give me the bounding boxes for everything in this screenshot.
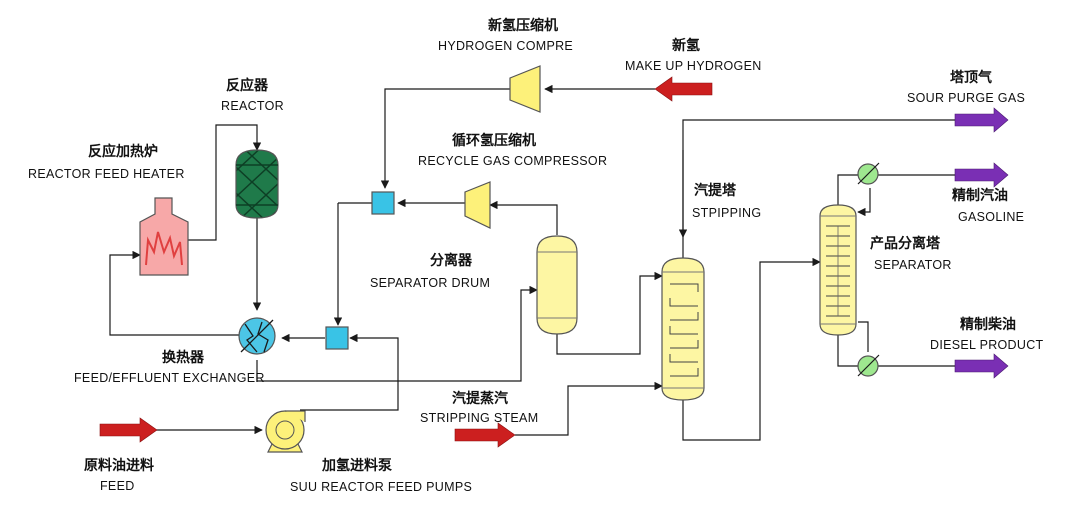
feed-label-zh: 原料油进料: [84, 457, 154, 474]
reactor-label-zh: 反应器: [226, 77, 269, 94]
exchanger-label-zh: 换热器: [162, 349, 205, 366]
pipe-drum-to-recycle: [489, 200, 558, 235]
product-separator-label-en: SEPARATOR: [874, 258, 952, 272]
gasoline-arrow: [954, 162, 1009, 188]
pipe-reflux: [857, 188, 871, 217]
gasoline-label-zh: 精制汽油: [952, 187, 1008, 204]
reactor-vessel: [235, 149, 279, 219]
drum-label-zh: 分离器: [430, 252, 473, 269]
h2compressor-label-en: HYDROGEN COMPRE: [438, 39, 573, 53]
steam-label-zh: 汽提蒸汽: [452, 390, 508, 407]
stripper-label-en: STPIPPING: [692, 206, 761, 220]
pipes: [109, 84, 955, 441]
diesel-cooler: [857, 354, 880, 377]
recycle-label-zh: 循环氢压缩机: [452, 132, 536, 149]
mixer-feed: [325, 326, 349, 350]
makeup-hydrogen-arrow: [654, 76, 713, 102]
pump-label-zh: 加氢进料泵: [321, 457, 392, 474]
sour-gas-label-en: SOUR PURGE GAS: [907, 91, 1025, 105]
gasoline-cooler: [857, 162, 880, 185]
mixer-hydrogen: [371, 191, 395, 215]
feed-effluent-exchanger: [238, 317, 276, 355]
reactor-label-en: REACTOR: [221, 99, 284, 113]
separator-drum: [536, 235, 578, 335]
feed-pump: [265, 410, 306, 453]
reactor-feed-heater: [139, 197, 189, 276]
pump-label-en: SUU REACTOR FEED PUMPS: [290, 480, 472, 494]
drum-label-en: SEPARATOR DRUM: [370, 276, 490, 290]
gasoline-label-en: GASOLINE: [958, 210, 1024, 224]
pipe-drum-to-stripper: [556, 271, 663, 355]
pipe-side-draw: [858, 321, 869, 352]
heater-label-zh: 反应加热炉: [88, 143, 158, 160]
makeup-label-zh: 新氢: [672, 37, 700, 54]
feed-arrow: [99, 417, 158, 443]
stripper-column: [661, 257, 705, 401]
stripper-label-zh: 汽提塔: [694, 182, 737, 199]
pipe-separator-to-cooler-bottom: [837, 335, 858, 367]
pipe-pump-to-mixer: [300, 333, 399, 411]
stripping-steam-arrow: [454, 422, 516, 448]
sour-gas-label-zh: 塔顶气: [950, 69, 992, 86]
product-separator-label-zh: 产品分离塔: [870, 235, 941, 252]
pipe-heater-to-reactor: [188, 124, 262, 241]
hydrogen-compressor: [509, 65, 541, 113]
diesel-arrow: [954, 353, 1009, 379]
diesel-label-en: DIESEL PRODUCT: [930, 338, 1044, 352]
h2compressor-label-zh: 新氢压缩机: [488, 17, 558, 34]
recycle-gas-compressor: [464, 181, 491, 229]
pipe-steam-to-stripper: [515, 381, 663, 436]
sour-purge-gas-arrow: [954, 107, 1009, 133]
pipe-h2compressor-to-mixer: [380, 88, 510, 189]
pipe-exchanger-to-heater: [109, 250, 240, 336]
heater-label-en: REACTOR FEED HEATER: [28, 167, 185, 181]
exchanger-label-en: FEED/EFFLUENT EXCHANGER: [74, 371, 265, 385]
pipe-stripper-to-separator: [682, 257, 821, 441]
steam-label-en: STRIPPING STEAM: [420, 411, 538, 425]
makeup-label-en: MAKE UP HYDROGEN: [625, 59, 762, 73]
pipe-separator-to-cooler-top: [837, 174, 858, 205]
diesel-label-zh: 精制柴油: [960, 316, 1016, 333]
product-separator-column: [819, 204, 857, 336]
pipe-exchanger-to-drum: [256, 285, 538, 382]
recycle-label-en: RECYCLE GAS COMPRESSOR: [418, 154, 607, 168]
feed-label-en: FEED: [100, 479, 135, 493]
